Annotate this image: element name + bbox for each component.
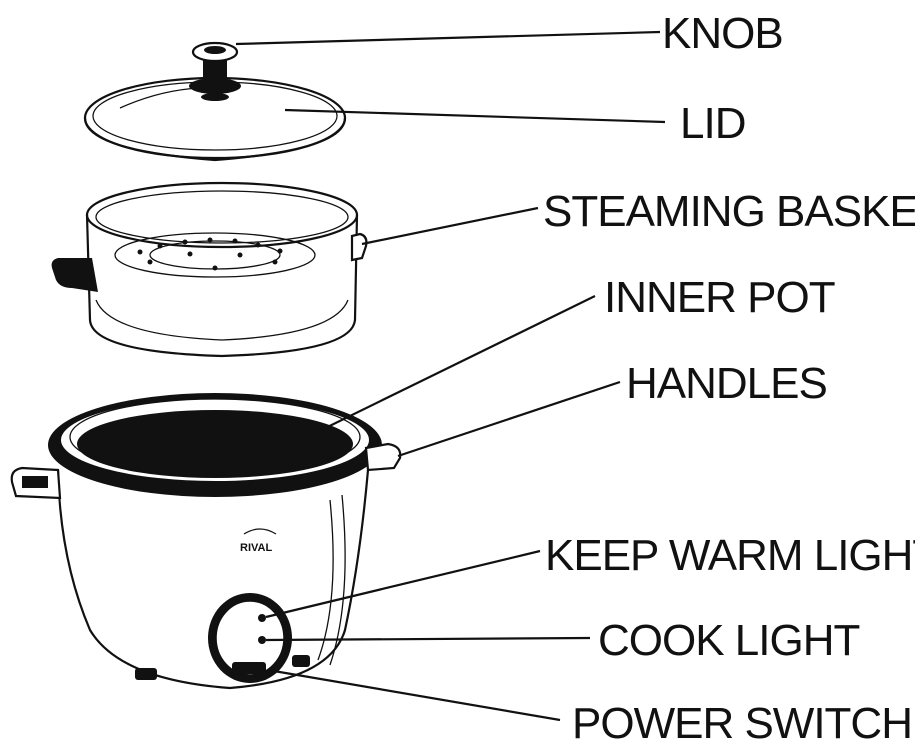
leader-handles (397, 380, 621, 458)
leader-steaming-basket (361, 206, 539, 246)
label-handles: HANDLES (626, 359, 827, 408)
label-keep-warm-light: KEEP WARM LIGHT (545, 531, 915, 580)
leader-lines (235, 30, 666, 722)
label-cook-light: COOK LIGHT (598, 616, 859, 665)
label-power-switch: POWER SWITCH (572, 699, 912, 748)
leader-power-switch (267, 668, 561, 722)
keep-warm-light-indicator (258, 614, 266, 622)
power-switch-lever (232, 662, 266, 674)
leader-knob (235, 30, 661, 46)
label-knob: KNOB (662, 9, 783, 58)
label-steaming-basket: STEAMING BASKET (543, 187, 915, 236)
labels: KNOB LID STEAMING BASKET INNER POT HANDL… (543, 9, 915, 748)
cook-light-indicator (258, 636, 266, 644)
inner-pot (87, 416, 343, 476)
leader-inner-pot (304, 295, 596, 439)
knob (189, 41, 241, 101)
label-lid: LID (680, 99, 745, 148)
brand-logo: RIVAL (240, 542, 272, 554)
leader-keep-warm-light (265, 549, 541, 619)
leader-lid (284, 108, 666, 124)
leader-cook-light (265, 636, 591, 642)
label-inner-pot: INNER POT (604, 273, 835, 322)
steaming-basket (51, 181, 368, 358)
